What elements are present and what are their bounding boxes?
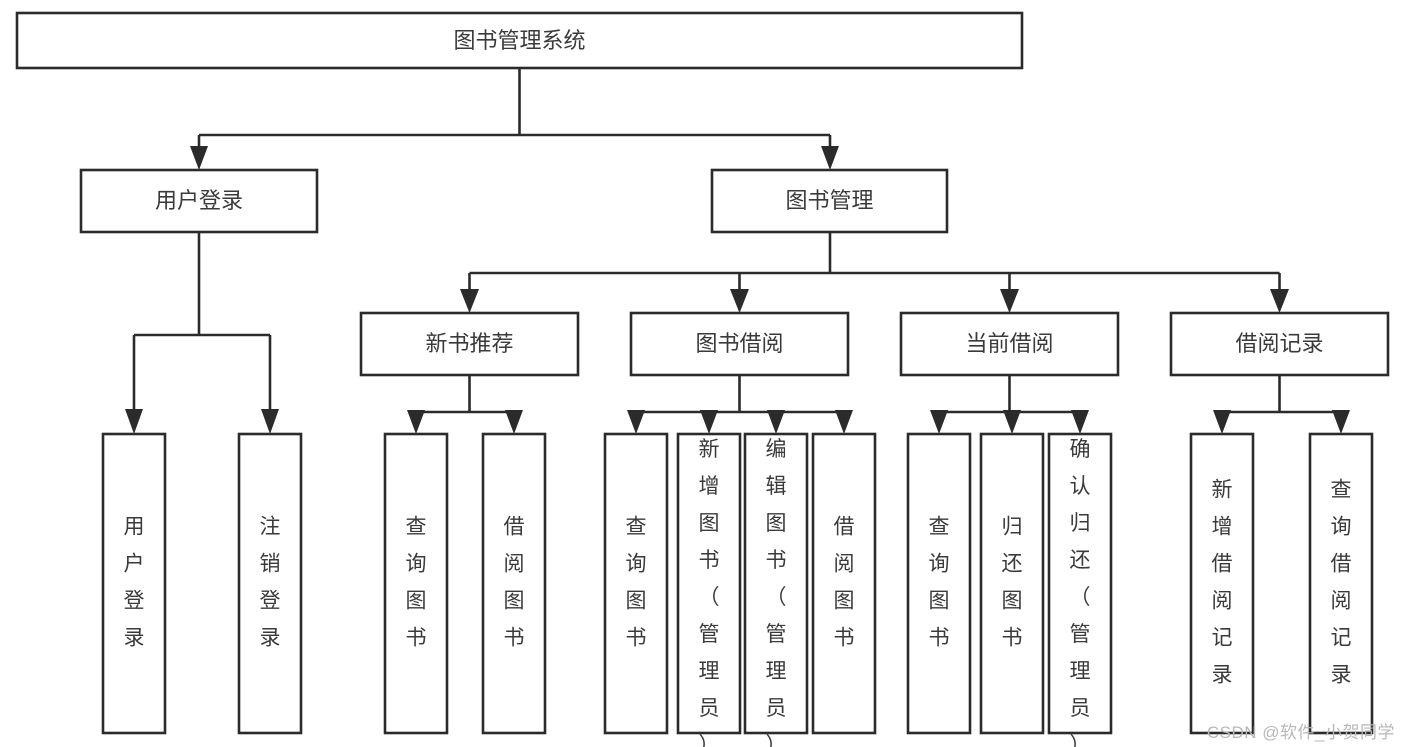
node-new-book-recommend-label: 新书推荐 (425, 331, 513, 356)
node-leaf-query-book-1-box[interactable] (383, 432, 449, 735)
arrow-head-icon (821, 146, 839, 170)
node-leaf-add-record-label: 新增借阅记录 (1212, 478, 1233, 686)
node-borrow-record-box[interactable] (1169, 311, 1390, 377)
node-user-login-box[interactable] (79, 168, 319, 234)
node-leaf-borrow-book-2-box[interactable] (811, 432, 877, 735)
arrow-head-icon (460, 289, 479, 313)
node-leaf-user-login[interactable]: 用户登录 (101, 432, 167, 735)
arrow-head-icon (1071, 410, 1089, 434)
arrow-head-icon (505, 410, 523, 434)
node-leaf-query-book-2[interactable]: 查询图书 (603, 432, 669, 735)
node-leaf-borrow-book-2-label: 借阅图书 (834, 515, 855, 649)
node-leaf-add-record-box[interactable] (1189, 432, 1255, 735)
node-book-manage[interactable]: 图书管理 (710, 168, 949, 234)
node-leaf-borrow-book-1-label: 借阅图书 (504, 515, 525, 649)
node-leaf-query-book-2-box[interactable] (603, 432, 669, 735)
arrow-head-icon (730, 289, 749, 313)
node-leaf-edit-book[interactable]: 编辑图书（管理员） (743, 432, 809, 747)
node-leaf-add-book-box[interactable] (676, 432, 742, 735)
node-book-borrow-box[interactable] (629, 311, 850, 377)
arrow-head-icon (930, 410, 948, 434)
arrow-head-icon (700, 410, 718, 434)
arrow-head-icon (1270, 289, 1289, 313)
node-root[interactable]: 图书管理系统 (15, 11, 1024, 70)
node-leaf-add-book[interactable]: 新增图书（管理员） (676, 432, 742, 747)
arrow-head-icon (1000, 289, 1019, 313)
arrow-head-icon (627, 410, 645, 434)
node-leaf-query-record[interactable]: 查询借阅记录 (1308, 432, 1374, 735)
node-leaf-query-book-2-label: 查询图书 (626, 515, 647, 649)
node-user-login[interactable]: 用户登录 (79, 168, 319, 234)
node-book-manage-label: 图书管理 (785, 188, 873, 213)
arrow-head-icon (125, 409, 143, 434)
node-leaf-query-record-label: 查询借阅记录 (1331, 478, 1352, 686)
node-leaf-query-book-1[interactable]: 查询图书 (383, 432, 449, 735)
node-leaf-user-logout[interactable]: 注销登录 (237, 432, 303, 735)
node-book-borrow[interactable]: 图书借阅 (629, 311, 850, 377)
node-leaf-add-book-label: 新增图书（管理员） (699, 438, 720, 747)
node-root-label: 图书管理系统 (453, 28, 585, 53)
node-borrow-record[interactable]: 借阅记录 (1169, 311, 1390, 377)
arrow-head-icon (407, 410, 425, 434)
node-leaf-confirm-return-box[interactable] (1047, 432, 1113, 735)
node-leaf-user-logout-label: 注销登录 (260, 515, 281, 649)
node-leaf-query-book-3-box[interactable] (906, 432, 972, 735)
node-leaf-query-book-3-label: 查询图书 (929, 515, 950, 649)
arrow-head-icon (1332, 410, 1350, 434)
node-leaf-add-record[interactable]: 新增借阅记录 (1189, 432, 1255, 735)
node-leaf-user-login-label: 用户登录 (124, 515, 145, 649)
node-leaf-query-book-1-label: 查询图书 (406, 515, 427, 649)
node-leaf-return-book-box[interactable] (979, 432, 1045, 735)
arrow-head-icon (1213, 410, 1231, 434)
node-user-login-label: 用户登录 (155, 188, 243, 213)
node-leaf-return-book-label: 归还图书 (1002, 515, 1023, 649)
node-leaf-query-record-box[interactable] (1308, 432, 1374, 735)
node-leaf-query-book-3[interactable]: 查询图书 (906, 432, 972, 735)
node-new-book-recommend-box[interactable] (359, 311, 580, 377)
node-borrow-record-label: 借阅记录 (1235, 331, 1323, 356)
arrow-head-icon (835, 410, 853, 434)
node-current-borrow-box[interactable] (899, 311, 1120, 377)
node-leaf-edit-book-label: 编辑图书（管理员） (766, 438, 787, 747)
arrow-head-icon (1003, 410, 1021, 434)
node-leaf-borrow-book-1[interactable]: 借阅图书 (481, 432, 547, 735)
node-book-borrow-label: 图书借阅 (695, 331, 783, 356)
node-new-book-recommend[interactable]: 新书推荐 (359, 311, 580, 377)
node-leaf-user-logout-box[interactable] (237, 432, 303, 735)
node-leaf-borrow-book-2[interactable]: 借阅图书 (811, 432, 877, 735)
arrow-head-icon (767, 410, 785, 434)
node-current-borrow[interactable]: 当前借阅 (899, 311, 1120, 377)
arrow-head-icon (261, 409, 279, 434)
connector-layer (125, 68, 1350, 434)
node-leaf-borrow-book-1-box[interactable] (481, 432, 547, 735)
arrow-head-icon (190, 146, 208, 170)
node-book-manage-box[interactable] (710, 168, 949, 234)
node-leaf-confirm-return-label: 确认归还（管理员） (1070, 438, 1091, 747)
node-root-box[interactable] (15, 11, 1024, 70)
node-leaf-confirm-return[interactable]: 确认归还（管理员） (1047, 432, 1113, 747)
node-leaf-return-book[interactable]: 归还图书 (979, 432, 1045, 735)
node-leaf-edit-book-box[interactable] (743, 432, 809, 735)
node-current-borrow-label: 当前借阅 (965, 331, 1053, 356)
node-leaf-user-login-box[interactable] (101, 432, 167, 735)
